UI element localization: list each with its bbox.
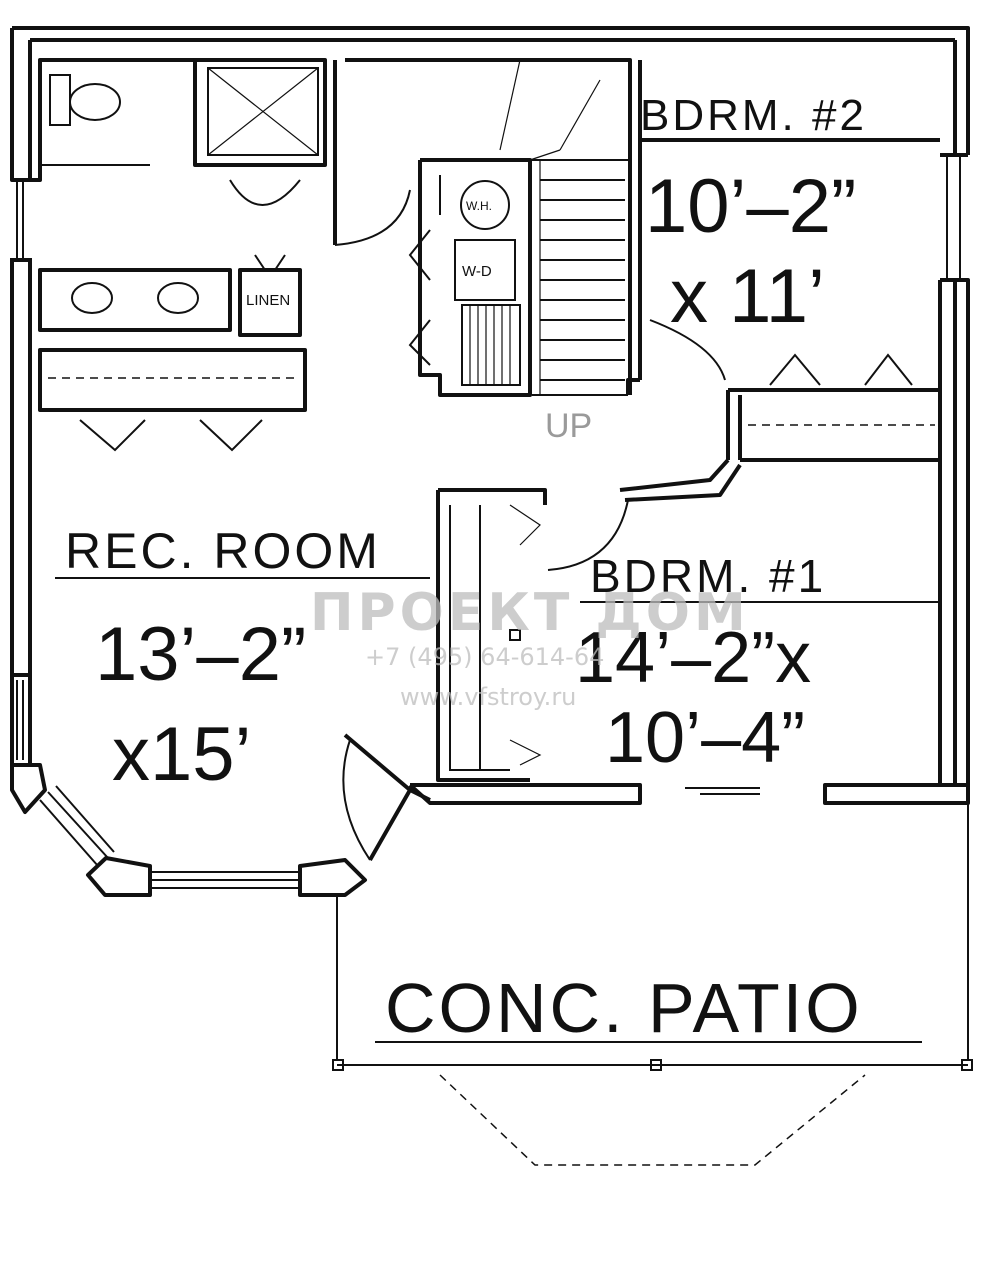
watermark-phone: +7 (495) 64-614-64 [365,643,604,671]
linen-closet: LINEN [238,254,302,337]
washer-dryer-label: W-D [462,263,492,280]
bdrm2-title: BDRM. #2 [640,91,867,140]
bdrm1-title: BDRM. #1 [590,550,826,602]
rec-room-title: REC. ROOM [65,523,381,579]
utility-closet: W.H. W-D [408,158,532,397]
water-heater-label: W.H. [466,199,492,213]
bdrm1-labels: BDRM. #1 14’–2”x 10’–4” [575,550,940,778]
watermark-url: www.vfstroy.ru [400,683,576,711]
toilet-icon [69,83,121,121]
sink-icon [71,282,113,314]
bdrm2-labels: BDRM. #2 10’–2” x 11’ [640,91,867,339]
bdrm2-dim-line1: 10’–2” [645,164,856,249]
interior-walls [333,58,942,861]
bdrm1-dim-line2: 10’–4” [605,698,805,778]
stairs-label: UP [545,407,592,445]
bdrm2-dim-line2: x 11’ [670,254,825,339]
rec-room-labels: REC. ROOM 13’–2” x15’ [55,523,430,797]
bdrm1-dim-line1: 14’–2”x [575,618,811,698]
sink-icon [157,282,199,314]
staircase: UP [499,59,628,445]
rec-room-dim-line1: 13’–2” [95,612,306,697]
watermark: ПРОЕКТ ДОМ +7 (495) 64-614-64 www.vfstro… [310,583,750,711]
rec-room-dim-line2: x15’ [112,712,251,797]
patio [332,803,973,1166]
patio-labels: CONC. PATIO [375,969,922,1047]
watermark-brand: ПРОЕКТ ДОМ [310,583,750,643]
bathroom [30,58,327,332]
patio-title: CONC. PATIO [385,969,863,1047]
water-heater-icon [460,180,510,230]
hall-closet [38,348,307,452]
shower-icon [207,67,319,156]
linen-label: LINEN [246,292,290,309]
